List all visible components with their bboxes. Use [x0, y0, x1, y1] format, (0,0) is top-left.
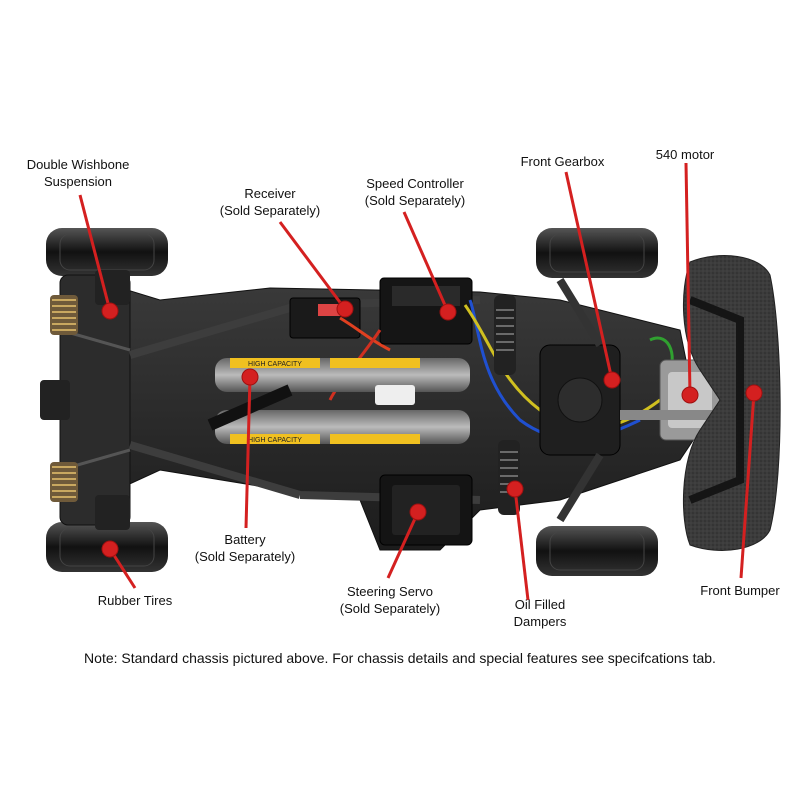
callout-dot-speed-controller: [439, 303, 457, 321]
callout-line-dampers: [513, 488, 530, 601]
label-540-motor: 540 motor: [640, 146, 730, 163]
callout-line-speed-controller: [402, 211, 450, 313]
label-steering-servo: Steering Servo (Sold Separately): [325, 583, 455, 617]
label-speed-controller-line2: (Sold Separately): [364, 193, 466, 208]
front-gearbox: [539, 277, 621, 523]
battery-print-bottom: HIGH CAPACITY: [248, 437, 302, 444]
label-front-bumper-line1: Front Bumper: [700, 583, 780, 598]
label-540-motor-line1: 540 motor: [655, 147, 715, 162]
battery-pack: HIGH CAPACITY HIGH CAPACITY: [207, 358, 470, 444]
label-double-wishbone: Double Wishbone Suspension: [18, 156, 138, 190]
callout-dot-dampers: [506, 480, 524, 498]
callout-dot-motor: [681, 386, 699, 404]
front-damper-top: [494, 295, 516, 375]
callout-dot-servo: [409, 503, 427, 521]
callout-line-battery: [244, 376, 252, 529]
callout-line-motor: [684, 162, 692, 396]
label-receiver-line1: Receiver: [244, 186, 296, 201]
rear-suspension: [40, 270, 131, 530]
label-battery: Battery (Sold Separately): [180, 531, 310, 565]
callout-dot-wishbone: [101, 302, 119, 320]
label-battery-line1: Battery: [224, 532, 266, 547]
callout-line-wishbone: [78, 194, 112, 312]
tire-front-left: [536, 228, 658, 278]
label-double-wishbone-line1: Double Wishbone: [26, 157, 130, 172]
front-bumper: [682, 255, 781, 551]
label-front-gearbox-line1: Front Gearbox: [520, 154, 605, 169]
label-rubber-tires-line1: Rubber Tires: [97, 593, 173, 608]
callout-line-servo: [386, 511, 420, 579]
callout-line-receiver: [278, 221, 347, 310]
callout-dot-receiver: [336, 300, 354, 318]
callout-line-gearbox: [564, 171, 614, 381]
rear-spring-top: [50, 295, 78, 335]
speed-controller: [328, 277, 473, 401]
label-front-gearbox: Front Gearbox: [505, 153, 620, 170]
tire-front-right: [536, 526, 658, 576]
callout-dot-gearbox: [603, 371, 621, 389]
label-oil-dampers-line1: Oil Filled: [514, 597, 566, 612]
label-front-bumper: Front Bumper: [685, 582, 795, 599]
label-battery-line2: (Sold Separately): [194, 549, 296, 564]
battery-print-top: HIGH CAPACITY: [248, 361, 302, 368]
label-receiver-line2: (Sold Separately): [219, 203, 321, 218]
callout-dot-tires: [101, 540, 119, 558]
receiver: [289, 297, 391, 352]
label-double-wishbone-line2: Suspension: [44, 174, 112, 189]
label-speed-controller: Speed Controller (Sold Separately): [350, 175, 480, 209]
label-speed-controller-line1: Speed Controller: [366, 176, 464, 191]
callout-line-bumper: [739, 392, 756, 579]
label-steering-servo-line1: Steering Servo: [347, 584, 433, 599]
label-oil-dampers-line2: Dampers: [513, 614, 567, 629]
label-steering-servo-line2: (Sold Separately): [339, 601, 441, 616]
footnote: Note: Standard chassis pictured above. F…: [84, 650, 716, 666]
callout-dot-bumper: [745, 384, 763, 402]
label-oil-dampers: Oil Filled Dampers: [495, 596, 585, 630]
label-rubber-tires: Rubber Tires: [85, 592, 185, 609]
label-receiver: Receiver (Sold Separately): [205, 185, 335, 219]
rear-spring-bottom: [50, 462, 78, 502]
callout-dot-battery: [241, 368, 259, 386]
